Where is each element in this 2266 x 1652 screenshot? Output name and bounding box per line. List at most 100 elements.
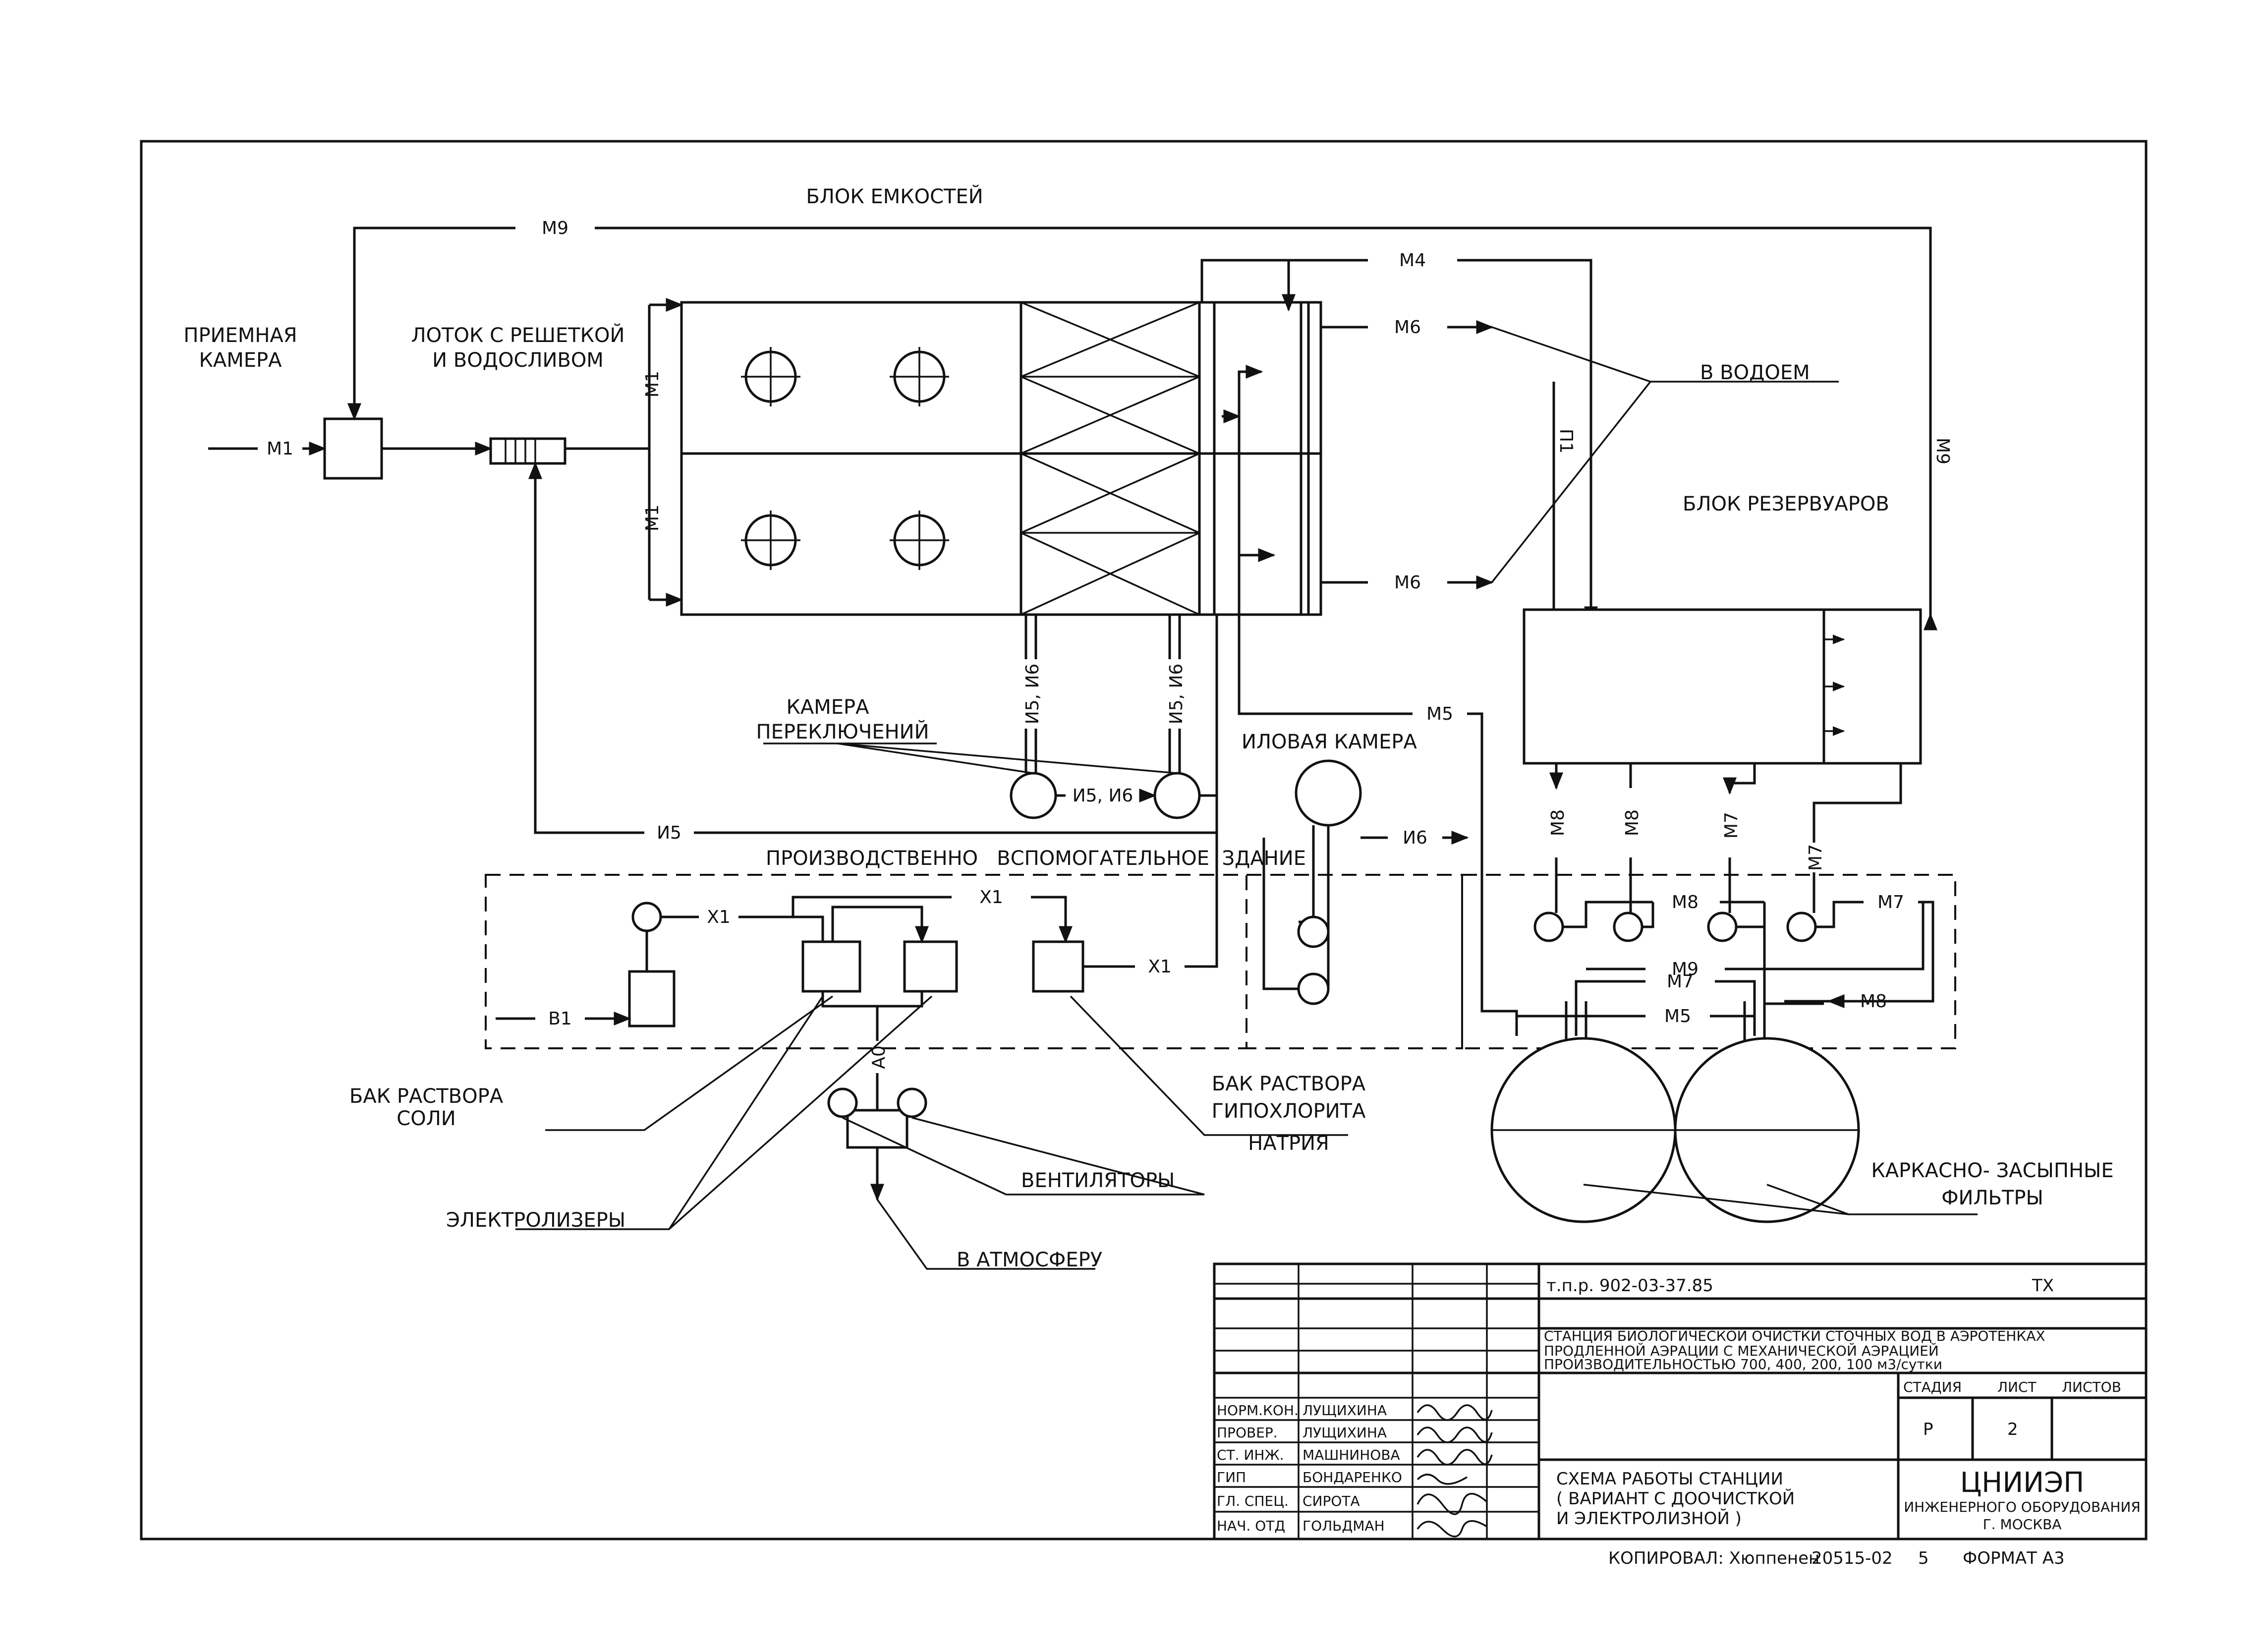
label-filters-2: ФИЛЬТРЫ (1941, 1187, 2043, 1209)
pump-icon (1297, 972, 1330, 1005)
reservoir-block (1523, 608, 1922, 765)
station-desc-1: СТАНЦИЯ БИОЛОГИЧЕСКОЙ ОЧИСТКИ СТОЧНЫХ ВО… (1544, 1327, 2045, 1344)
pipe-m1: М1 (267, 439, 293, 459)
pump-icon (631, 902, 662, 932)
pipe-m1: М1 (642, 505, 663, 531)
footer-format: ФОРМАТ А3 (1963, 1548, 2065, 1568)
tank-block (680, 301, 1322, 616)
staff-role: НОРМ.КОН. (1217, 1402, 1299, 1419)
pipe-b1: В1 (548, 1009, 572, 1029)
sludge-chamber-icon (1295, 759, 1362, 827)
switch-chamber-icon (1153, 772, 1201, 819)
pipe-u6: И6 (1403, 828, 1427, 848)
footer-copied: КОПИРОВАЛ: Хюппенен (1608, 1548, 1819, 1568)
label-hypochlorite-3: НАТРИЯ (1248, 1132, 1329, 1155)
label-block-tanks: БЛОК ЕМКОСТЕЙ (806, 184, 983, 208)
pipe-u5u6: И5, И6 (1166, 664, 1187, 725)
staff-role: ГИП (1217, 1469, 1246, 1485)
pipe-m8: М8 (1622, 809, 1643, 836)
project-code: т.п.р. 902-03-37.85 (1546, 1276, 1713, 1296)
label-filters-1: КАРКАСНО- ЗАСЫПНЫЕ (1871, 1159, 2113, 1182)
pipe-a0: А0 (869, 1045, 889, 1069)
staff-name: МАШНИНОВА (1303, 1447, 1400, 1463)
footer-number: 20515-02 (1812, 1548, 1893, 1568)
hypochlorite-tank (1032, 940, 1084, 993)
label-salt-tank-1: БАК РАСТВОРА (349, 1085, 504, 1108)
stage-header: СТАДИЯ (1903, 1379, 1962, 1395)
org-sub: ИНЖЕНЕРНОГО ОБОРУДОВАНИЯ (1904, 1499, 2141, 1515)
document-mark: ТХ (2032, 1276, 2054, 1296)
pipe-u5u6: И5, И6 (1022, 664, 1043, 725)
pipe-m9: М9 (1672, 959, 1699, 979)
pipe-m8: М8 (1548, 809, 1568, 836)
aux-building (485, 874, 1247, 1049)
title-block: НОРМ.КОН. ЛУЩИХИНА ПРОВЕР. ЛУЩИХИНА СТ. … (1213, 1262, 2148, 1540)
pipe-m6: М6 (1394, 317, 1421, 338)
sheet-title-3: И ЭЛЕКТРОЛИЗНОЙ ) (1556, 1508, 1742, 1529)
pipe-u5u6: И5, И6 (1073, 786, 1133, 806)
aerator-icon (741, 511, 800, 570)
drawing-frame (140, 140, 2148, 1540)
label-to-reservoir: В ВОДОЕМ (1700, 361, 1810, 384)
label-receiving-chamber-1: ПРИЕМНАЯ (183, 324, 297, 347)
sheet-value: 2 (2007, 1420, 2018, 1439)
station-desc-3: ПРОИЗВОДИТЕЛЬНОСТЬЮ 700, 400, 200, 100 м… (1544, 1356, 1942, 1372)
pipe-m7: М7 (1667, 971, 1694, 992)
filter-icon (1490, 1037, 1677, 1223)
pipe-u5: И5 (657, 823, 681, 843)
filter-icon (1674, 1037, 1860, 1223)
grate-tray (489, 437, 566, 465)
fan-icon (827, 1087, 858, 1118)
pump-icon (1613, 911, 1643, 942)
pipe-m8: М8 (1672, 892, 1699, 912)
sheet-title-2: ( ВАРИАНТ С ДООЧИСТКОЙ (1556, 1488, 1795, 1509)
sheet-title-1: СХЕМА РАБОТЫ СТАНЦИИ (1556, 1469, 1783, 1489)
aerator-icon (890, 511, 949, 570)
label-hypochlorite-1: БАК РАСТВОРА (1212, 1073, 1366, 1095)
staff-name: ГОЛЬДМАН (1303, 1518, 1385, 1534)
pipe-m4: М4 (1399, 250, 1426, 271)
staff-name: ЛУЩИХИНА (1303, 1424, 1387, 1441)
staff-name: БОНДАРЕНКО (1303, 1469, 1402, 1485)
pump-icon (1786, 911, 1817, 942)
sheets-header: ЛИСТОВ (2062, 1379, 2121, 1395)
switch-chamber-icon (1010, 772, 1057, 819)
pump-icon (1533, 911, 1564, 942)
label-aux-building: ПРОИЗВОДСТВЕННО ВСПОМОГАТЕЛЬНОЕ ЗДАНИЕ (766, 847, 1306, 870)
label-salt-tank-2: СОЛИ (397, 1107, 455, 1130)
label-switch-chamber-2: ПЕРЕКЛЮЧЕНИЙ (756, 720, 929, 743)
staff-role: ПРОВЕР. (1217, 1424, 1278, 1441)
label-switch-chamber-1: КАМЕРА (786, 696, 869, 719)
pipe-x1: Х1 (1148, 957, 1172, 977)
label-sludge-chamber: ИЛОВАЯ КАМЕРА (1242, 731, 1417, 753)
label-block-reservoirs: БЛОК РЕЗЕРВУАРОВ (1683, 493, 1889, 515)
pipe-m5: М5 (1426, 704, 1453, 724)
pipe-m7: М7 (1721, 812, 1742, 839)
station-desc-2: ПРОДЛЕННОЙ АЭРАЦИИ С МЕХАНИЧЕСКОЙ АЭРАЦИ… (1544, 1342, 1939, 1359)
staff-role: СТ. ИНЖ. (1217, 1447, 1284, 1463)
pipe-p1: П1 (1556, 429, 1576, 454)
aerator-icon (741, 347, 800, 406)
staff-name: СИРОТА (1303, 1493, 1360, 1509)
pump-icon (1297, 915, 1330, 948)
label-fans: ВЕНТИЛЯТОРЫ (1021, 1169, 1175, 1192)
label-tray-2: И ВОДОСЛИВОМ (432, 349, 604, 372)
signature-marks (1416, 1404, 1493, 1538)
pipe-m7: М7 (1806, 844, 1826, 871)
org-city: Г. МОСКВА (1983, 1516, 2062, 1533)
pipe-m5: М5 (1664, 1006, 1691, 1026)
pipe-m6: М6 (1394, 572, 1421, 593)
receiving-chamber (323, 417, 383, 480)
aerator-icon (890, 347, 949, 406)
pipe-x1: Х1 (979, 887, 1003, 908)
sheet-header: ЛИСТ (1997, 1379, 2037, 1395)
electrolyzer (801, 940, 861, 993)
fan-icon (897, 1087, 927, 1118)
pump-icon (1707, 911, 1738, 942)
label-tray-1: ЛОТОК С РЕШЕТКОЙ (411, 323, 625, 347)
pipe-x1: Х1 (707, 907, 731, 927)
pipe-m7: М7 (1877, 892, 1904, 912)
label-hypochlorite-2: ГИПОХЛОРИТА (1212, 1100, 1366, 1123)
stage-value: Р (1923, 1420, 1933, 1439)
